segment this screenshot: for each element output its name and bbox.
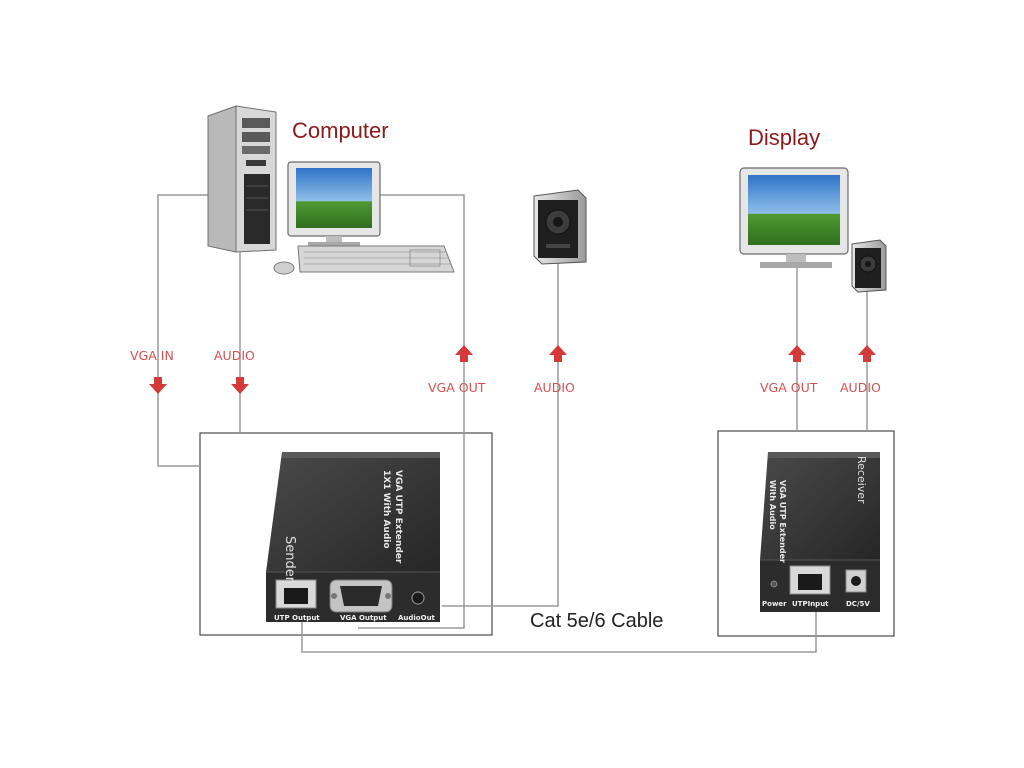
computer-heading: Computer (292, 118, 389, 143)
receiver-frame (717, 430, 895, 637)
speaker-icon (851, 239, 887, 293)
speaker-icon (533, 189, 587, 265)
sender-frame (199, 432, 493, 636)
rj45-port-icon (275, 579, 317, 609)
vga-out-receiver-label: VGA OUT (760, 380, 818, 395)
monitor-icon (739, 167, 849, 268)
wire-cat5-cable (301, 612, 817, 653)
receiver-port-label: Power (762, 600, 787, 608)
monitor-icon (287, 161, 381, 246)
signal-arrows (149, 345, 876, 394)
sender-port-label: AudioOut (398, 614, 436, 622)
sender-product-line2: 1X1 With Audio (381, 470, 391, 549)
arrow-up-icon (549, 345, 567, 362)
audio-out-receiver-label: AUDIO (840, 380, 881, 395)
receiver-port-label: UTPInput (792, 600, 829, 608)
vga-out-sender-label: VGA OUT (428, 380, 486, 395)
vga-in-label: VGA IN (130, 348, 174, 363)
arrow-down-icon (231, 377, 249, 394)
vga-port-icon (329, 579, 393, 613)
display-heading: Display (748, 125, 821, 150)
arrow-down-icon (149, 377, 167, 394)
audio-in-label: AUDIO (214, 348, 255, 363)
wire-vga-out-sender (358, 194, 465, 629)
audio-out-sender-label: AUDIO (534, 380, 575, 395)
arrow-up-icon (788, 345, 806, 362)
computer-tower-icon (207, 105, 277, 253)
arrow-up-icon (858, 345, 876, 362)
sender-name: Sender (282, 536, 297, 583)
rj45-port-icon (789, 565, 831, 595)
wires (157, 194, 868, 653)
arrow-up-icon (455, 345, 473, 362)
sender-product-line1: VGA UTP Extender (393, 470, 403, 564)
sender-device (266, 452, 440, 622)
receiver-name: Receiver (855, 456, 868, 504)
sender-port-label: VGA Output (340, 614, 387, 622)
receiver-product-line1: VGA UTP Extender (778, 480, 787, 563)
receiver-device (760, 452, 880, 612)
receiver-port-label: DC/5V (846, 600, 870, 608)
keyboard-icon (297, 245, 455, 273)
sender-port-label: UTP Output (274, 614, 320, 622)
cable-label: Cat 5e/6 Cable (530, 610, 664, 632)
dc-jack-icon (845, 569, 867, 593)
power-led-icon (770, 580, 778, 588)
audio-jack-icon (411, 591, 425, 605)
wire-audio-out-sender (442, 262, 559, 607)
wire-vga-in (157, 194, 208, 467)
receiver-product-line2: With Audio (768, 480, 777, 530)
mouse-icon (273, 261, 295, 275)
